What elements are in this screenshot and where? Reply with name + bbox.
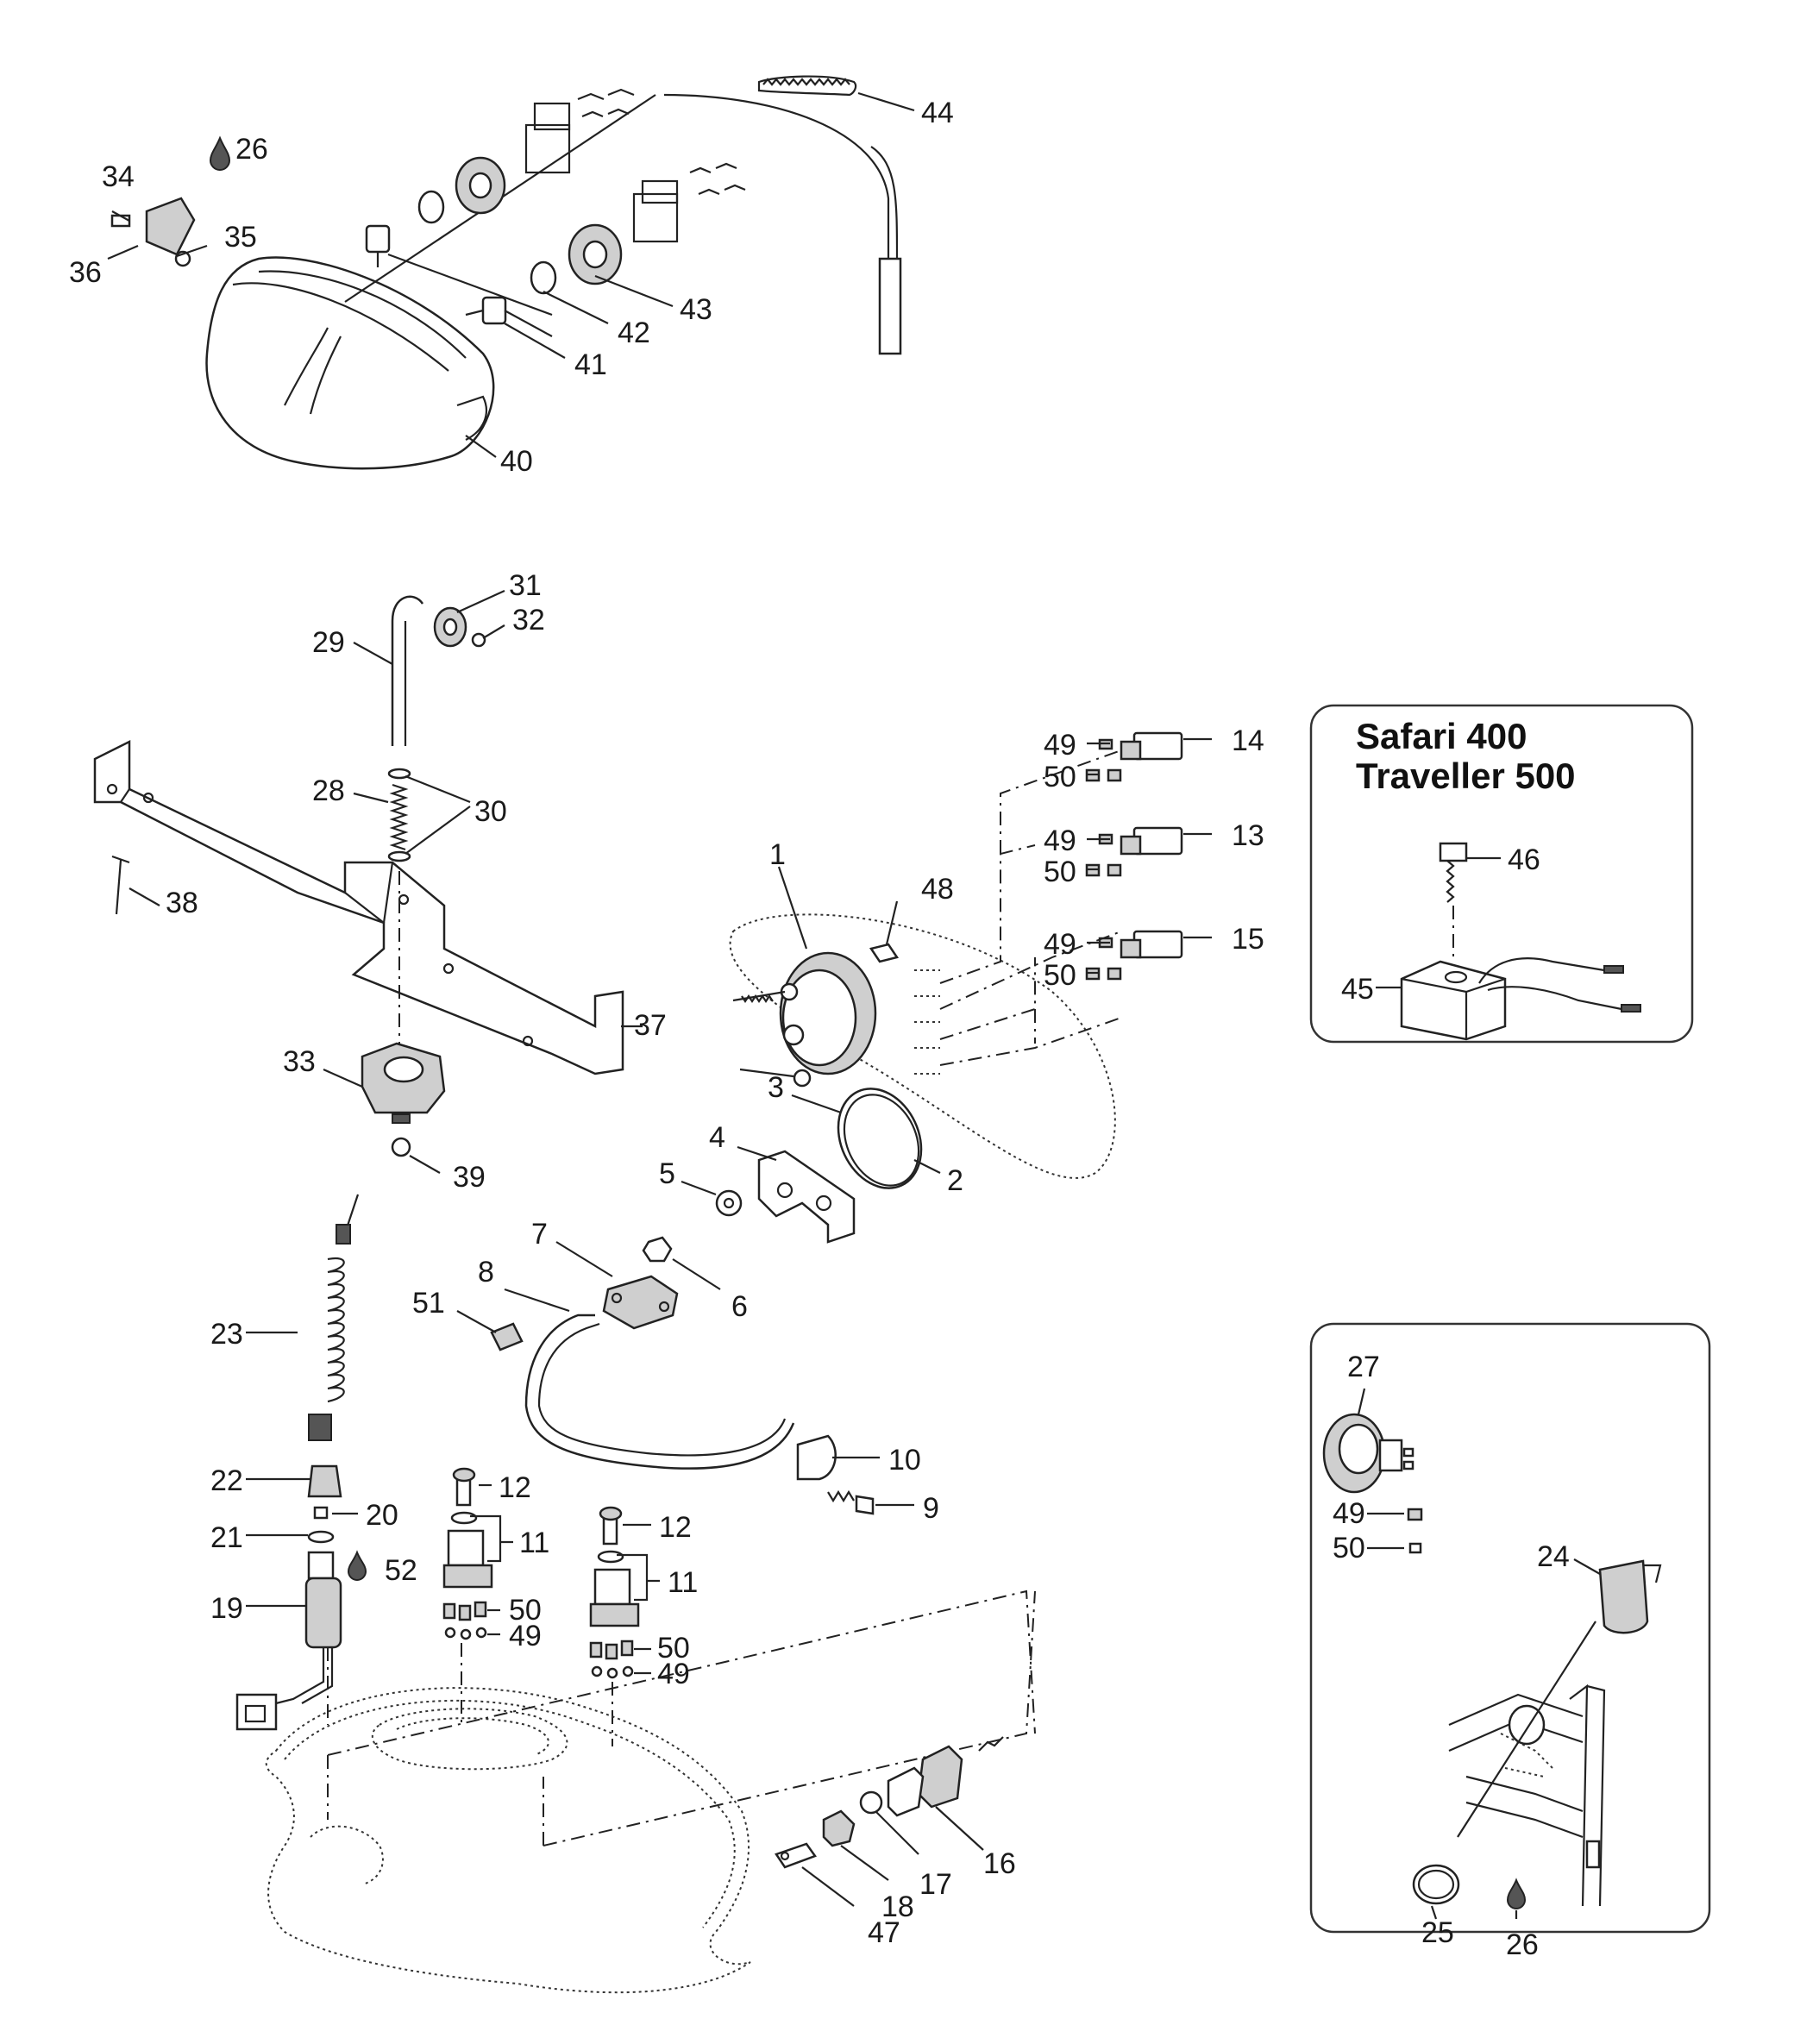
- callout-4: 4: [709, 1121, 725, 1154]
- callout-16: 16: [983, 1847, 1016, 1880]
- callout-34: 34: [102, 160, 135, 193]
- hood-outline: [265, 1589, 1036, 1994]
- callout-24: 24: [1537, 1540, 1570, 1573]
- callout-36: 36: [69, 256, 102, 289]
- callout-42: 42: [618, 317, 650, 349]
- callout-12: 12: [499, 1471, 531, 1504]
- callout-32: 32: [512, 604, 545, 636]
- callout-6: 6: [731, 1290, 748, 1323]
- callout-1: 1: [769, 838, 786, 871]
- callout-49: 49: [1333, 1497, 1365, 1530]
- callout-3: 3: [768, 1071, 784, 1104]
- callout-30: 30: [474, 795, 507, 828]
- panel-title-line1: Safari 400: [1356, 716, 1527, 756]
- safari-leaders: [1376, 856, 1501, 989]
- callout-22: 22: [210, 1464, 243, 1497]
- callout-49: 49: [509, 1620, 542, 1652]
- callout-11: 11: [519, 1527, 549, 1559]
- ignition-switch: [775, 1736, 1004, 1869]
- speedometer-assembly: [490, 731, 1183, 1515]
- headlight-assembly: [110, 75, 902, 470]
- safari-traveller-panel: [1309, 704, 1694, 1044]
- switch-assembly: [235, 1194, 640, 1746]
- callout-27: 27: [1347, 1351, 1380, 1383]
- callout-26: 26: [235, 133, 268, 166]
- callout-29: 29: [312, 626, 345, 659]
- callout-labels: 44 26 34 35 36 43 42 41 40 31 32 29 28 3…: [69, 97, 1576, 1961]
- callout-51: 51: [412, 1287, 445, 1320]
- handlebar-bracket: [93, 595, 624, 1157]
- callout-49: 49: [1044, 928, 1076, 961]
- callout-50: 50: [1044, 856, 1076, 888]
- gauge-leaders: [456, 737, 1212, 1507]
- callout-26: 26: [1506, 1928, 1539, 1961]
- panel-title-line2: Traveller 500: [1356, 756, 1576, 796]
- callout-25: 25: [1421, 1916, 1454, 1949]
- accessory-leaders: [1357, 1388, 1601, 1920]
- callout-20: 20: [366, 1499, 398, 1532]
- callout-41: 41: [574, 348, 607, 381]
- callout-23: 23: [210, 1318, 243, 1351]
- callout-44: 44: [921, 97, 954, 129]
- callout-17: 17: [919, 1868, 952, 1901]
- ignition-leaders: [801, 1806, 984, 1907]
- callout-43: 43: [680, 293, 712, 326]
- callout-47: 47: [868, 1916, 900, 1949]
- callout-5: 5: [659, 1157, 675, 1190]
- callout-12: 12: [659, 1511, 692, 1544]
- callout-40: 40: [500, 445, 533, 478]
- callout-35: 35: [224, 221, 257, 254]
- callout-13: 13: [1232, 819, 1264, 852]
- callout-14: 14: [1232, 724, 1264, 757]
- callout-50: 50: [1044, 761, 1076, 793]
- callout-18: 18: [881, 1890, 914, 1923]
- callout-49: 49: [1044, 824, 1076, 857]
- headlight-leaders: [107, 91, 915, 458]
- callout-50: 50: [509, 1594, 542, 1627]
- callout-9: 9: [923, 1492, 939, 1525]
- callout-49: 49: [1044, 729, 1076, 762]
- callout-38: 38: [166, 887, 198, 919]
- callout-50: 50: [1044, 959, 1076, 992]
- callout-11: 11: [668, 1566, 698, 1599]
- switch-leaders: [246, 1331, 660, 1675]
- callout-19: 19: [210, 1592, 243, 1625]
- callout-31: 31: [509, 569, 542, 602]
- callout-28: 28: [312, 774, 345, 807]
- callout-45: 45: [1341, 973, 1374, 1006]
- callout-7: 7: [531, 1218, 548, 1251]
- callout-49: 49: [657, 1658, 690, 1690]
- callout-46: 46: [1508, 843, 1540, 876]
- callout-39: 39: [453, 1161, 486, 1194]
- handlebar-leaders: [129, 589, 643, 1174]
- callout-10: 10: [888, 1444, 921, 1477]
- callout-52: 52: [385, 1554, 417, 1587]
- callout-50: 50: [657, 1632, 690, 1665]
- callout-48: 48: [921, 873, 954, 906]
- callout-21: 21: [210, 1521, 243, 1554]
- callout-33: 33: [283, 1045, 316, 1078]
- callout-15: 15: [1232, 923, 1264, 956]
- callout-2: 2: [947, 1164, 963, 1197]
- callout-50: 50: [1333, 1532, 1365, 1564]
- accessory-panel: [1309, 1322, 1711, 1934]
- callout-8: 8: [478, 1256, 494, 1288]
- callout-37: 37: [634, 1009, 667, 1042]
